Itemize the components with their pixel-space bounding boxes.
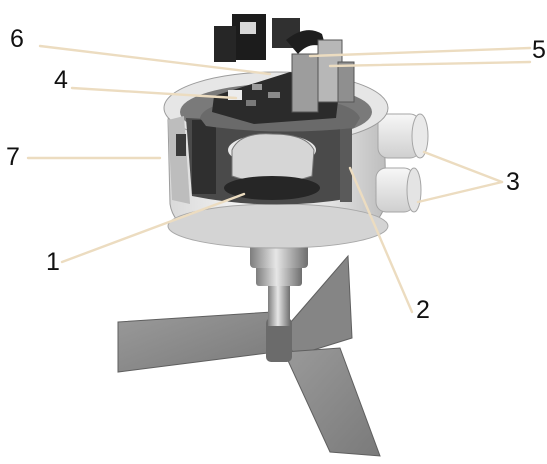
terminal-block-c: [337, 61, 355, 103]
leader-line-4: [70, 86, 238, 100]
leader-line-3a: [422, 150, 504, 184]
cable-entries: [375, 113, 429, 213]
drive-unit-base: [224, 176, 320, 200]
leader-line-3b: [416, 180, 504, 204]
paddle-blade-lower: [283, 347, 381, 457]
leader-line-5a: [308, 46, 532, 58]
callout-7: 7: [6, 143, 20, 171]
capacitor-block: [214, 26, 236, 62]
drive-unit-body: [231, 133, 315, 184]
internal-divider: [340, 128, 352, 202]
leader-line-2: [348, 166, 414, 314]
paddle-hub: [266, 318, 292, 362]
cable-entry-upper-opening: [411, 113, 429, 159]
relay-block-face: [240, 22, 256, 34]
pcb-chip-1: [252, 84, 262, 90]
callout-4: 4: [54, 66, 68, 94]
callout-labels: 6 5 4 7 3 1 2: [6, 25, 546, 324]
callout-6: 6: [10, 25, 24, 53]
pcb-small-component: [228, 90, 242, 100]
terminal-block-a: [291, 53, 319, 113]
relay-block: [232, 14, 266, 60]
shaft-collar: [256, 264, 302, 286]
electronics-module: [212, 14, 355, 124]
pcb-chip-2: [268, 92, 280, 98]
leader-line-1: [60, 192, 246, 264]
leader-line-6: [38, 44, 272, 76]
cable-entry-lower-opening: [406, 167, 422, 213]
cable-bundle: [286, 30, 326, 54]
leader-line-5b: [328, 60, 532, 68]
paddle-blade-left: [117, 311, 277, 373]
callout-3: 3: [506, 168, 520, 196]
housing-left-clip: [176, 134, 186, 156]
paddle-rotor: [117, 254, 381, 457]
shaft-lower: [268, 282, 290, 326]
leader-lines: [26, 44, 532, 314]
pcb-chip-3: [246, 100, 256, 106]
callout-1: 1: [46, 248, 60, 276]
callout-5: 5: [532, 36, 546, 64]
callout-2: 2: [416, 296, 430, 324]
internal-side-board: [192, 120, 216, 194]
